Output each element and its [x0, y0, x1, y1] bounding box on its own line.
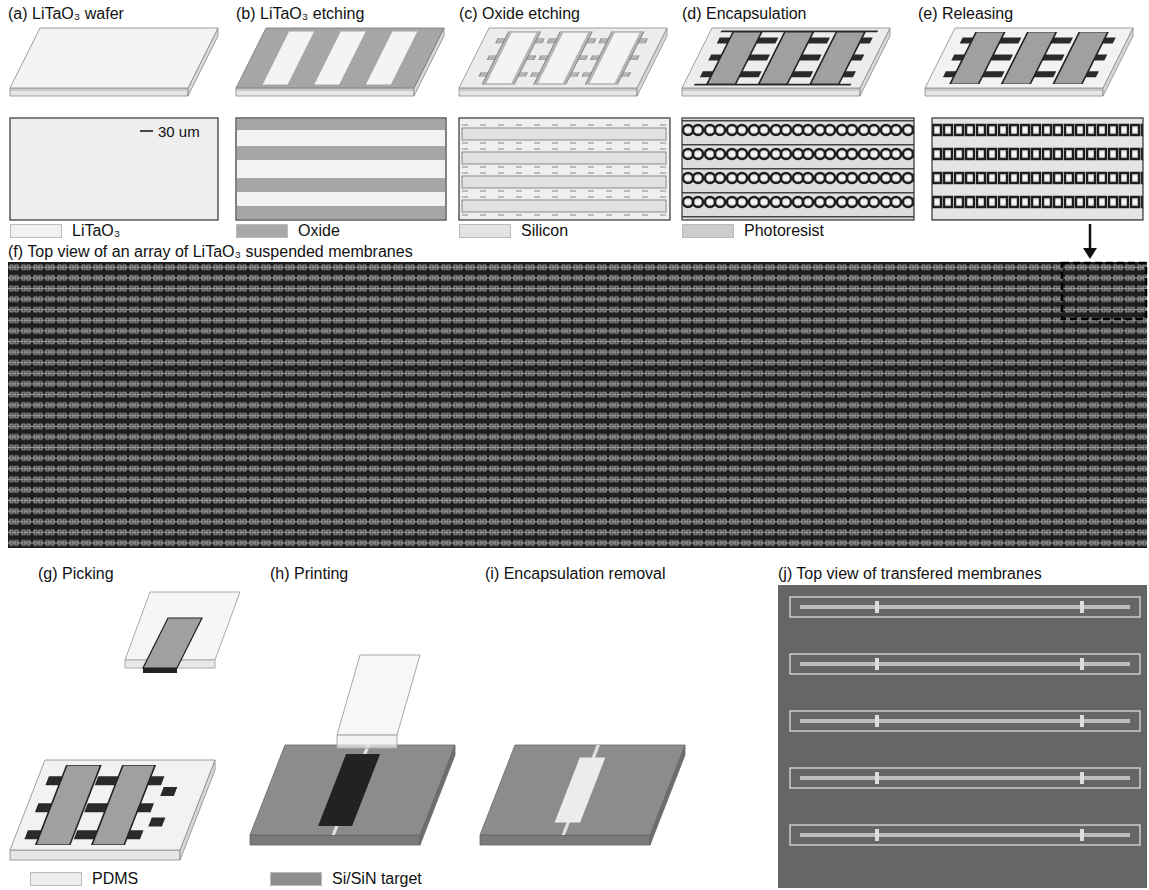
- legend-swatch: [30, 872, 82, 886]
- panel-label: (g) Picking: [38, 565, 114, 583]
- legend-swatch: [682, 224, 734, 238]
- panel-label: (h) Printing: [270, 565, 348, 583]
- panel-label: (a) LiTaO₃ wafer: [8, 5, 124, 23]
- legend-text: Si/SiN target: [332, 870, 422, 888]
- panel-label: (e) Releasing: [918, 5, 1013, 23]
- legend-text: Photoresist: [744, 222, 824, 240]
- scale-bar-label: 30 um: [158, 123, 200, 141]
- panel-label: (f) Top view of an array of LiTaO₃ suspe…: [8, 243, 413, 261]
- legend-text: Oxide: [298, 222, 340, 240]
- legend-swatch: [10, 224, 62, 238]
- panel-label: (i) Encapsulation removal: [485, 565, 666, 583]
- legend-text: PDMS: [92, 870, 138, 888]
- legend-swatch: [236, 224, 288, 238]
- legend-swatch: [270, 872, 322, 886]
- panel-label: (j) Top view of transfered membranes: [778, 565, 1042, 583]
- panel-label: (d) Encapsulation: [682, 5, 807, 23]
- legend-text: Silicon: [521, 222, 568, 240]
- panel-label: (b) LiTaO₃ etching: [236, 5, 364, 23]
- legend-swatch: [459, 224, 511, 238]
- panel-label: (c) Oxide etching: [459, 5, 580, 23]
- legend-text: LiTaO₃: [72, 222, 120, 240]
